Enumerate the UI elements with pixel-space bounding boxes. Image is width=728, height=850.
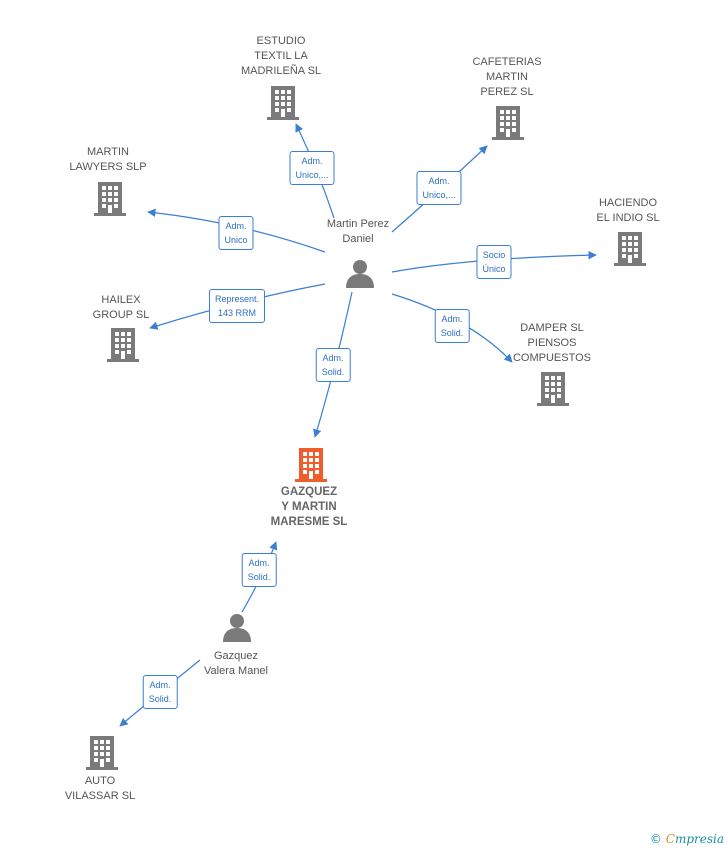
relation-label-damper: Adm. Solid. [434, 309, 470, 343]
building-icon-estudio[interactable] [267, 86, 299, 120]
copyright-icon: © [649, 832, 662, 846]
relation-label-estudio: Adm. Unico,... [289, 151, 335, 185]
person-label-martin[interactable]: Martin Perez Daniel [326, 218, 390, 245]
relation-label-cafeterias: Adm. Unico,... [416, 171, 462, 205]
company-label-main[interactable]: GAZQUEZ Y MARTIN MARESME SL [270, 486, 348, 528]
building-icon-haciendo[interactable] [614, 232, 646, 266]
brand-initial: C [665, 832, 675, 846]
building-icon-damper[interactable] [537, 372, 569, 406]
building-icon-main[interactable] [295, 448, 327, 482]
relation-label-main-martin: Adm. Solid. [315, 348, 351, 382]
person-icon-martin[interactable] [346, 260, 374, 288]
building-icon-lawyers[interactable] [94, 182, 126, 216]
company-label-haciendo[interactable]: HACIENDO EL INDIO SL [596, 197, 660, 224]
person-label-gazquez[interactable]: Gazquez Valera Manel [204, 650, 268, 677]
building-icon-auto[interactable] [86, 736, 118, 770]
relation-label-main-gazquez: Adm. Solid. [241, 553, 277, 587]
relation-label-lawyers: Adm. Unico [218, 216, 254, 250]
building-icon-cafeterias[interactable] [492, 106, 524, 140]
company-label-estudio[interactable]: ESTUDIO TEXTIL LA MADRILEÑA SL [240, 35, 322, 77]
brand-logo: © Cmpresia [650, 832, 724, 846]
company-label-damper[interactable]: DAMPER SL PIENSOS COMPUESTOS [512, 322, 592, 364]
building-icon-hailex[interactable] [107, 328, 139, 362]
relation-label-haciendo: Socio Único [476, 245, 512, 279]
company-label-auto[interactable]: AUTO VILASSAR SL [64, 775, 136, 802]
company-label-hailex[interactable]: HAILEX GROUP SL [92, 294, 150, 321]
relation-label-auto: Adm. Solid. [142, 675, 178, 709]
company-label-lawyers[interactable]: MARTIN LAWYERS SLP [69, 146, 147, 173]
brand-name: mpresia [674, 832, 724, 846]
person-icon-gazquez[interactable] [223, 614, 251, 642]
relation-label-hailex: Represent. 143 RRM [208, 289, 266, 323]
company-label-cafeterias[interactable]: CAFETERIAS MARTIN PEREZ SL [472, 56, 542, 98]
